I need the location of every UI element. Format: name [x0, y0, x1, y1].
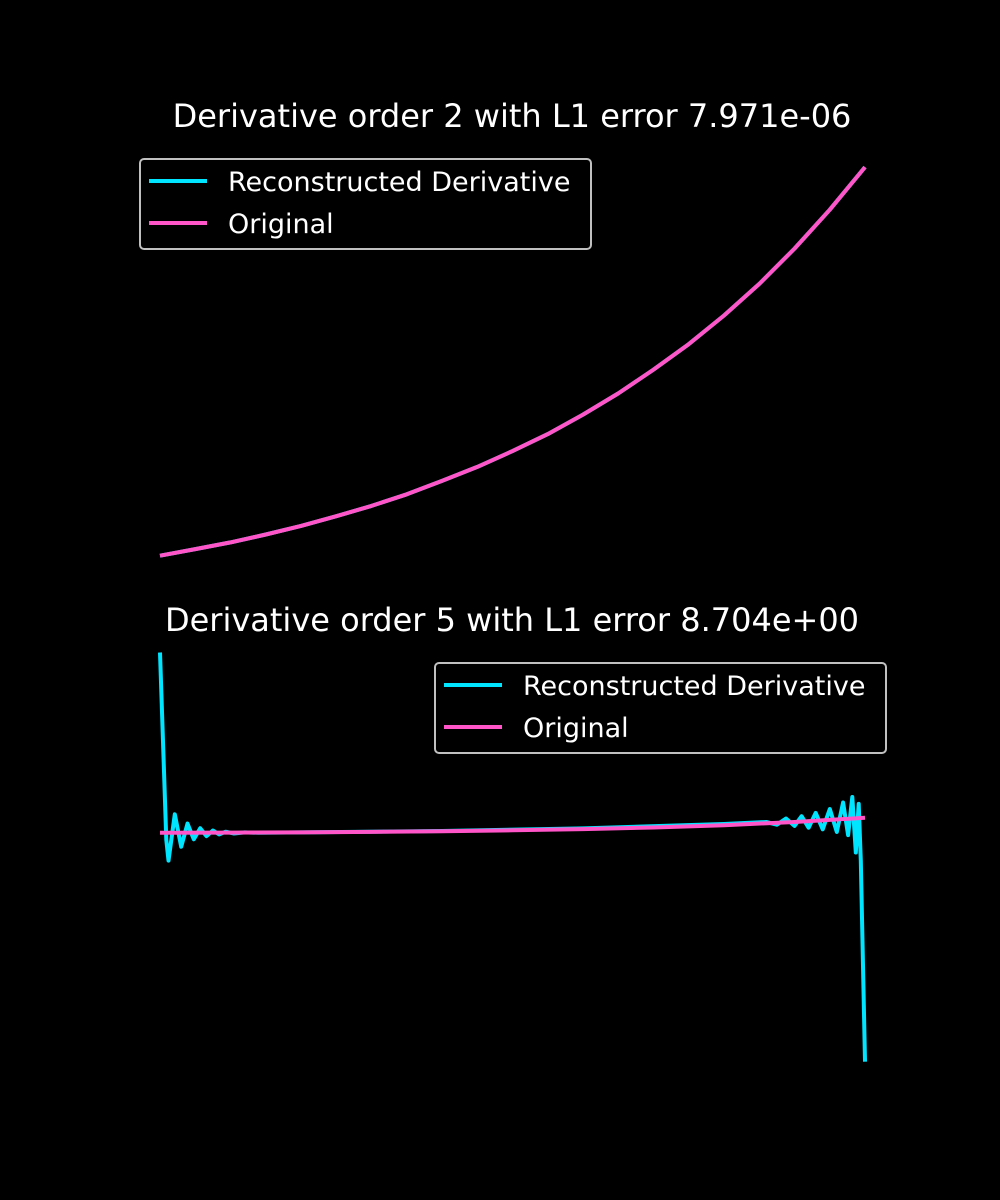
subplot-2-lines — [158, 652, 867, 1062]
legend-label-original: Original — [523, 713, 629, 744]
subplot-1: Derivative order 2 with L1 error 7.971e-… — [139, 97, 867, 558]
legend-frame — [139, 158, 592, 250]
series-line-original — [159, 815, 866, 835]
series-line-original — [159, 165, 867, 558]
legend-label-original: Original — [228, 209, 334, 240]
legend-label-reconstructed: Reconstructed Derivative — [523, 671, 865, 702]
subplot-2: Derivative order 5 with L1 error 8.704e+… — [158, 601, 887, 1062]
subplot-2-legend: Reconstructed Derivative Original — [434, 662, 887, 754]
legend-label-reconstructed: Reconstructed Derivative — [228, 167, 570, 198]
subplot-1-title: Derivative order 2 with L1 error 7.971e-… — [173, 97, 852, 135]
subplot-2-title: Derivative order 5 with L1 error 8.704e+… — [165, 601, 859, 639]
subplot-1-lines — [159, 165, 867, 558]
legend-frame — [434, 662, 887, 754]
subplot-1-legend: Reconstructed Derivative Original — [139, 158, 592, 250]
